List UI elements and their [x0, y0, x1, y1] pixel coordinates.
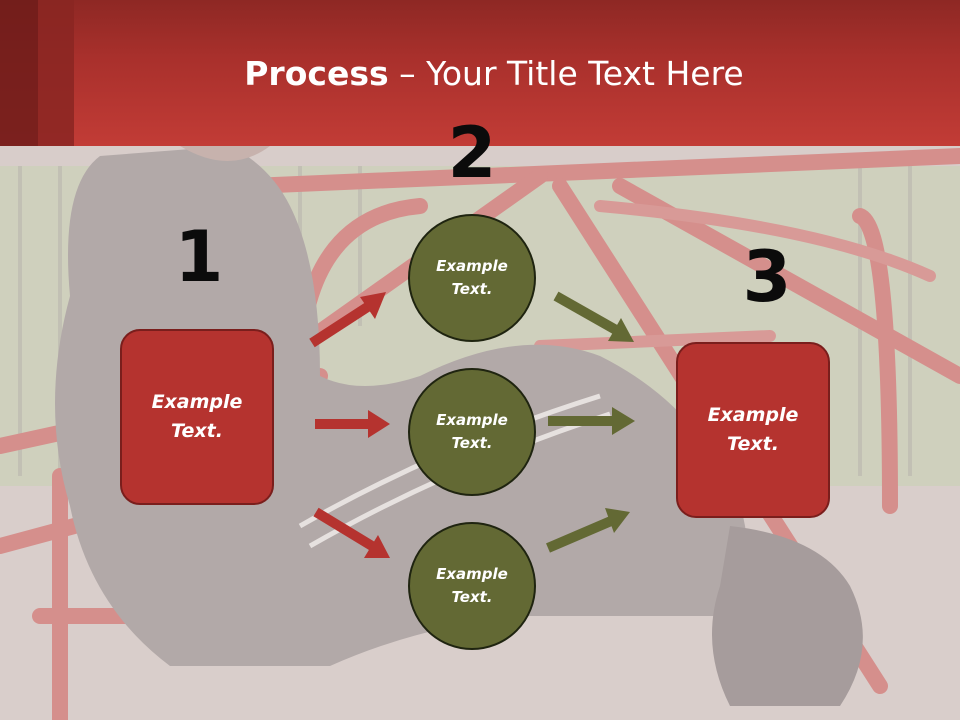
- process-circle-top-text: Example Text.: [436, 257, 508, 298]
- title-bar-accent-dark: [0, 0, 38, 146]
- process-box-left-text: Example Text.: [151, 391, 243, 442]
- process-box-left[interactable]: Example Text.: [120, 329, 274, 505]
- arrow-left-to-bottom: [313, 507, 390, 558]
- arrow-head: [605, 508, 630, 533]
- slide-title[interactable]: Process – Your Title Text Here: [0, 52, 960, 96]
- process-box-right[interactable]: Example Text.: [676, 342, 830, 518]
- title-bar: [0, 0, 960, 146]
- arrow-head: [612, 407, 635, 435]
- arrow-head: [368, 410, 390, 438]
- step-number-3: 3: [742, 236, 792, 318]
- title-bar-accent-mid: [38, 0, 74, 146]
- process-circle-top[interactable]: Example Text.: [408, 214, 536, 342]
- arrow-bottom-to-right: [546, 508, 630, 553]
- process-circle-middle-text: Example Text.: [436, 411, 508, 452]
- step-number-2: 2: [447, 112, 497, 194]
- arrow-head: [364, 535, 390, 558]
- arrow-head: [608, 318, 634, 342]
- title-rest: – Your Title Text Here: [388, 54, 744, 93]
- arrow-left-to-top: [309, 292, 386, 348]
- title-bold: Process: [244, 54, 389, 93]
- arrow-left-to-middle: [315, 410, 390, 438]
- process-box-right-text: Example Text.: [707, 404, 799, 455]
- step-number-1: 1: [174, 216, 224, 298]
- arrow-middle-to-right: [548, 407, 635, 435]
- process-circle-bottom-text: Example Text.: [436, 565, 508, 606]
- process-circle-middle[interactable]: Example Text.: [408, 368, 536, 496]
- process-circle-bottom[interactable]: Example Text.: [408, 522, 536, 650]
- arrow-top-to-right: [553, 291, 634, 342]
- arrow-head: [360, 292, 386, 319]
